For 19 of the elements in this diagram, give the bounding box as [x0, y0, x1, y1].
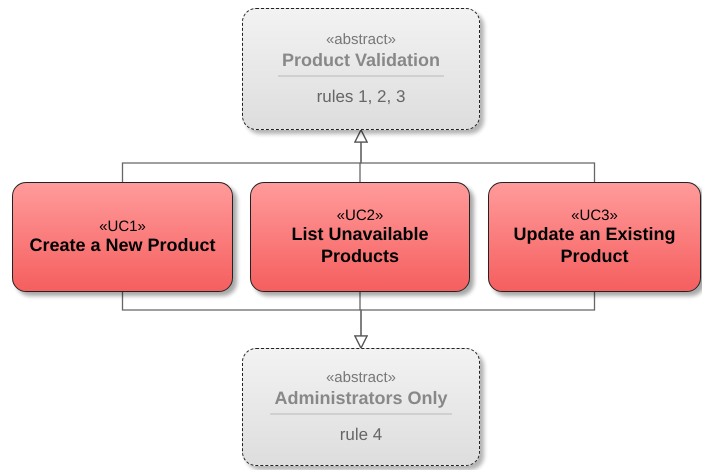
generalization-arrow	[354, 292, 596, 349]
stereotype-label: «abstract»	[326, 30, 396, 48]
use-case-box	[488, 182, 701, 292]
abstract-use-case-box	[242, 348, 480, 466]
use-case-name: Update an Existing Product	[512, 224, 677, 268]
rule-note: rule 4	[340, 425, 382, 446]
stereotype-label: «UC3»	[571, 206, 618, 224]
use-case-name: Create a New Product	[29, 234, 216, 256]
use-case-box	[12, 182, 233, 292]
stereotype-label: «abstract»	[326, 368, 396, 386]
use-case-name: List Unavailable Products	[290, 224, 430, 268]
use-case-box	[250, 182, 470, 292]
generalization-arrow	[354, 129, 596, 182]
use-case-name: Administrators Only	[270, 386, 452, 416]
use-case-name: Product Validation	[278, 48, 444, 78]
abstract-use-case-box	[242, 8, 480, 130]
stereotype-label: «UC2»	[336, 206, 384, 224]
rule-note: rules 1, 2, 3	[316, 87, 406, 108]
stereotype-label: «UC1»	[99, 218, 146, 235]
